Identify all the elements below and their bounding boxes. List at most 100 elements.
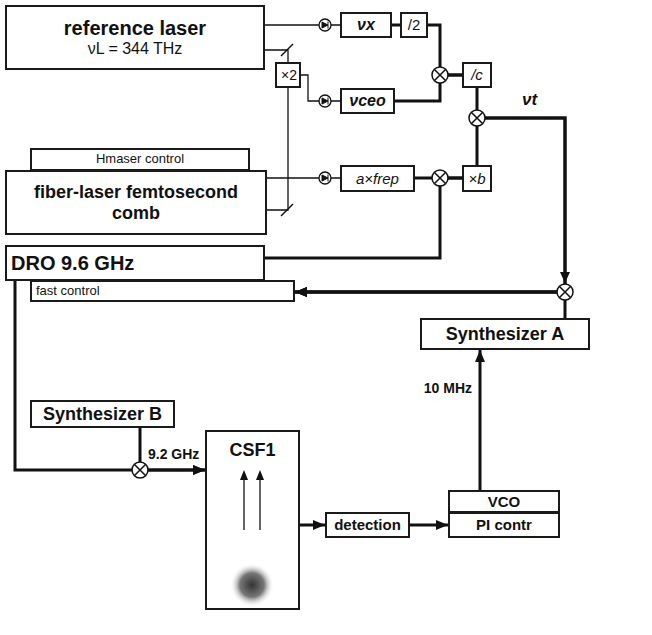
launch-arrow (243, 474, 244, 530)
box-label: /c (468, 66, 486, 83)
box-label: fast control (36, 284, 289, 299)
mixer-symbol (432, 170, 448, 186)
box-label: /2 (406, 16, 422, 33)
signal-connector (267, 88, 288, 210)
mixer-symbol (469, 110, 485, 126)
signal-connector (479, 350, 482, 490)
box-label: Hmaser control (36, 152, 244, 167)
box-label: ×b (468, 170, 486, 187)
text-group: /2 (406, 16, 422, 33)
mixer-symbol (132, 462, 148, 478)
text-group: a×frep (346, 170, 409, 187)
beam-splitter (281, 44, 293, 56)
signal-connector (395, 75, 462, 101)
frequency-label: 10 MHz (422, 380, 474, 396)
photodiode-body (319, 19, 331, 31)
text-group: νceo (346, 92, 389, 110)
text-group: PI contr (454, 516, 554, 533)
beat-box: νx (340, 12, 392, 38)
mixer-circle (132, 462, 148, 478)
text-group: fast control (36, 284, 289, 299)
csf1-illustration (230, 470, 274, 607)
process-box: PI contr (448, 512, 560, 538)
box-label: Synthesizer B (36, 404, 169, 425)
text-group: fiber-laser femtosecond comb (11, 182, 261, 223)
mixer-cross (560, 287, 571, 298)
text-group: /c (468, 66, 486, 83)
text-group: Synthesizer B (36, 404, 169, 425)
atom-cloud (230, 563, 274, 607)
mixer-circle (432, 170, 448, 186)
photodiode-symbol (319, 95, 331, 107)
photodiode-mark (322, 22, 328, 29)
mixer-cross (435, 70, 446, 81)
mixer-cross (435, 173, 446, 184)
box-label: Synthesizer A (426, 324, 584, 345)
box-label: fiber-laser femtosecond comb (11, 182, 261, 223)
control-tab: Hmaser control (30, 148, 250, 171)
photodiode-symbol (319, 19, 331, 31)
harmonic-box: a×frep (340, 165, 415, 192)
text-group: ×2 (281, 67, 295, 83)
box-label: VCO (454, 493, 554, 510)
multiplier-box: ×b (462, 165, 492, 192)
text-group: CSF1 (210, 440, 295, 461)
mixer-circle (557, 284, 573, 300)
signal-connector (295, 88, 565, 292)
box-label: reference laser (11, 17, 259, 40)
text-group: ×b (468, 170, 486, 187)
mixer-cross (472, 113, 483, 124)
text-group: detection (331, 516, 404, 533)
launch-arrowhead (240, 470, 248, 480)
signal-connector (392, 24, 400, 27)
divider-box: /2 (400, 12, 428, 38)
signal-connector (140, 428, 205, 470)
mixer-symbol (557, 284, 573, 300)
multiplier-box: ×2 (275, 62, 301, 88)
frequency-label: 9.2 GHz (146, 446, 201, 462)
synthesizer-box: Synthesizer B (30, 400, 175, 428)
launch-arrowhead (256, 470, 264, 480)
signal-connector (300, 524, 325, 527)
text-group: Synthesizer A (426, 324, 584, 345)
box-label: a×frep (346, 170, 409, 187)
box-label: νceo (346, 92, 389, 110)
divider-box: /c (462, 62, 492, 88)
box-label: detection (331, 516, 404, 533)
mixer-circle (469, 110, 485, 126)
signal-connector (295, 292, 565, 318)
box-label: νx (346, 16, 386, 34)
text-group: νx (346, 16, 386, 34)
box-sublabel: νL = 344 THz (11, 40, 259, 58)
fountain-box: CSF1 (205, 430, 300, 610)
photodiode-body (319, 95, 331, 107)
box-label: PI contr (454, 516, 554, 533)
beam-splitter (281, 204, 293, 216)
comb-box: fiber-laser femtosecond comb (5, 170, 267, 235)
signal-connector (428, 25, 462, 75)
text-group: VCO (454, 493, 554, 510)
box-label: CSF1 (210, 440, 295, 461)
photodiode-body (319, 172, 331, 184)
arrowhead (560, 272, 570, 283)
box-label: ×2 (281, 67, 295, 83)
text-group: DRO 9.6 GHz (11, 252, 259, 275)
beat-box: νceo (340, 88, 395, 114)
box-label: DRO 9.6 GHz (11, 252, 259, 275)
synthesizer-box: Synthesizer A (420, 318, 590, 350)
laser-box: reference laserνL = 344 THz (5, 5, 265, 70)
signal-connector (410, 524, 448, 527)
signal-name: νt (520, 90, 539, 110)
process-box: detection (325, 512, 410, 538)
text-group: reference laserνL = 344 THz (11, 17, 259, 58)
launch-arrow (259, 474, 260, 530)
signal-connector (15, 281, 205, 470)
mixer-cross (135, 465, 146, 476)
text-group: Hmaser control (36, 152, 244, 167)
photodiode-symbol (319, 172, 331, 184)
oscillator-box: DRO 9.6 GHz (5, 245, 265, 281)
control-tab: fast control (30, 280, 295, 302)
mixer-circle (432, 67, 448, 83)
photodiode-mark (322, 175, 328, 182)
signal-connector (295, 118, 565, 292)
